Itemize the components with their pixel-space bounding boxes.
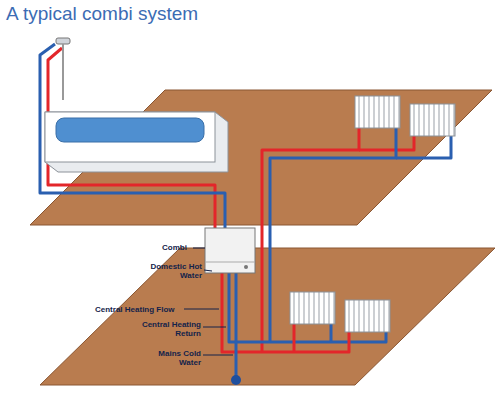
pipe-label: Mains Cold Water	[150, 349, 201, 367]
bath	[45, 112, 228, 172]
pipe-label: Domestic Hot Water	[150, 262, 202, 280]
pipes	[40, 44, 451, 378]
combi-boiler	[205, 228, 255, 273]
mains-inlet	[231, 375, 241, 385]
radiators	[290, 96, 455, 332]
diagram-title: A typical combi system	[6, 3, 198, 25]
pipe-label: Central Heating Return	[140, 320, 201, 338]
pipe-label: Central Heating Flow	[95, 305, 175, 314]
lower-floor	[40, 248, 495, 385]
shower-head	[56, 38, 70, 44]
shower-rail	[62, 44, 64, 100]
pipe-label: Combi	[162, 243, 187, 252]
